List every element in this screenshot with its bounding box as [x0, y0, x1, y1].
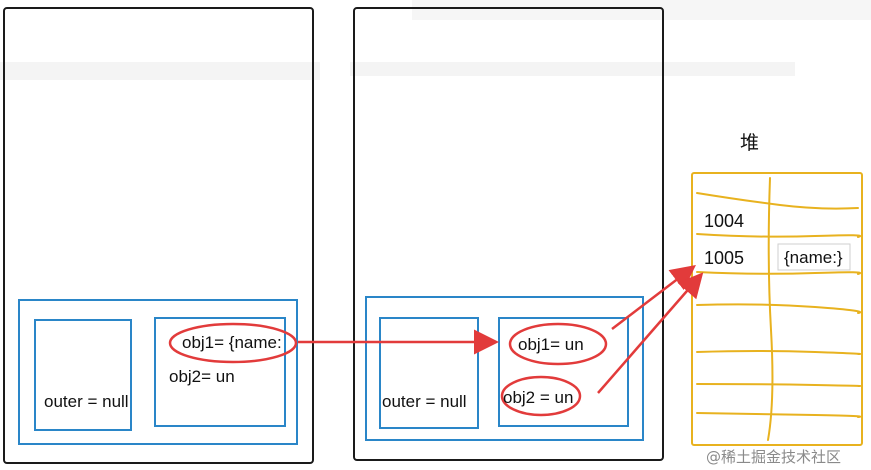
obj1-label-middle: obj1= un: [518, 335, 584, 354]
heap-title: 堆: [740, 133, 760, 154]
closure-box-middle: [498, 317, 629, 427]
obj2-label-middle: obj2 = un: [503, 388, 574, 407]
obj2-highlight-middle: [500, 375, 582, 417]
outer-box-middle: [379, 317, 479, 429]
outer-box-left: [34, 319, 132, 431]
obj2-label-left: obj2= un: [169, 367, 235, 386]
outer-label-middle: outer = null: [382, 392, 467, 411]
arrow-obj2-to-heap: [597, 272, 704, 394]
closure-box-left: [154, 317, 286, 427]
heap-value-box: [777, 243, 851, 271]
scope-box-middle: [365, 296, 644, 441]
heap-table: [691, 172, 863, 446]
background-strip: [412, 0, 871, 20]
panel-middle: [353, 7, 664, 461]
panel-left: [3, 7, 314, 464]
obj1-highlight-middle: [508, 322, 608, 366]
background-strip: [350, 62, 795, 76]
background-strip: [0, 62, 320, 80]
watermark: @稀土掘金技术社区: [706, 448, 842, 466]
obj1-label-left: obj1= {name:: [182, 333, 282, 352]
scope-box-left: [18, 299, 298, 445]
heap-value-1005: {name:}: [784, 248, 843, 267]
obj1-highlight-left: [168, 322, 298, 364]
outer-label-left: outer = null: [44, 392, 129, 411]
heap-address-1005: 1005: [704, 248, 745, 268]
heap-address-1004: 1004: [704, 211, 745, 231]
